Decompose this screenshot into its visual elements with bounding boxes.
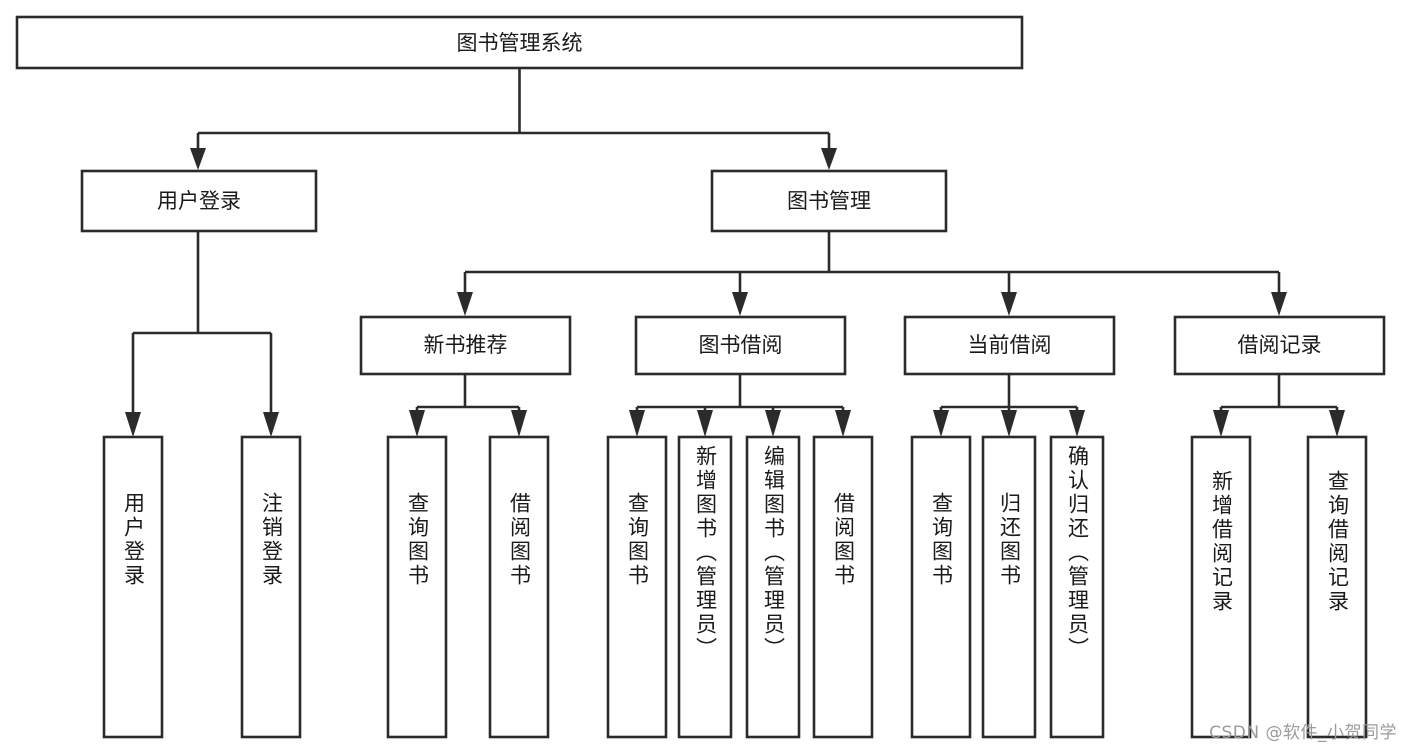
leaf-box-borrow-record-2[interactable]: [1306, 435, 1368, 739]
leaf-box-borrow-record-1[interactable]: [1190, 435, 1252, 739]
arrowhead-currentborrow-leaf-2: [1001, 410, 1017, 437]
node-root-box[interactable]: [15, 15, 1024, 70]
connector-group-bookborrow-to-leaves: [629, 375, 851, 437]
arrowhead-bookborrow-leaf-1: [629, 410, 645, 437]
arrowhead-borrowrecord: [1271, 292, 1287, 316]
node-current-borrow-box[interactable]: [903, 315, 1116, 376]
node-new-book-recommend-box[interactable]: [359, 315, 572, 376]
node-current-borrow-label: 当前借阅: [968, 333, 1052, 357]
arrowhead-bookborrow: [732, 292, 748, 316]
arrowhead-bookmgmt: [821, 148, 837, 170]
leaf-box-current-borrow-3[interactable]: [1049, 435, 1105, 739]
connector-group-newbook-to-leaves: [409, 375, 527, 437]
arrowhead-userlogin: [190, 148, 206, 170]
node-user-login-box[interactable]: [80, 169, 318, 233]
arrowhead-borrowrecord-leaf-1: [1213, 410, 1229, 437]
node-book-management-box[interactable]: [710, 169, 948, 233]
arrowhead-currentborrow: [1001, 292, 1017, 316]
arrowhead-bookborrow-leaf-4: [835, 410, 851, 437]
connector-group-userlogin-to-leaves: [125, 232, 279, 437]
connector-group-currentborrow-to-leaves: [933, 375, 1085, 437]
arrowhead-bookborrow-leaf-3: [765, 410, 781, 437]
arrowhead-bookborrow-leaf-2: [697, 410, 713, 437]
node-borrow-record-box[interactable]: [1173, 315, 1386, 376]
arrowhead-currentborrow-leaf-1: [933, 410, 949, 437]
leaf-box-current-borrow-1[interactable]: [910, 435, 972, 739]
arrowhead-borrowrecord-leaf-2: [1329, 410, 1345, 437]
node-root-label: 图书管理系统: [457, 31, 583, 55]
arrowhead-userlogin-leaf-1: [125, 412, 141, 437]
connector-group-bookmgmt-to-level3: [457, 232, 1287, 316]
node-borrow-record-label: 借阅记录: [1238, 333, 1322, 357]
leaf-box-book-borrow-1[interactable]: [606, 435, 668, 739]
leaf-box-book-borrow-3[interactable]: [745, 435, 801, 739]
arrowhead-currentborrow-leaf-3: [1069, 410, 1085, 437]
arrowhead-userlogin-leaf-2: [263, 412, 279, 437]
leaf-box-user-login-1[interactable]: [102, 435, 164, 739]
leaf-box-new-book-2[interactable]: [488, 435, 550, 739]
leaf-box-current-borrow-2[interactable]: [981, 435, 1037, 739]
arrowhead-newbook-leaf-1: [409, 410, 425, 437]
node-book-borrow-box[interactable]: [634, 315, 847, 376]
node-book-borrow-label: 图书借阅: [699, 333, 783, 357]
leaf-box-new-book-1[interactable]: [386, 435, 448, 739]
leaf-box-book-borrow-2[interactable]: [677, 435, 733, 739]
node-user-login-label: 用户登录: [157, 189, 241, 213]
node-book-management-label: 图书管理: [787, 189, 871, 213]
arrowhead-newbook-leaf-2: [511, 410, 527, 437]
leaf-box-book-borrow-4[interactable]: [812, 435, 874, 739]
node-new-book-recommend-label: 新书推荐: [424, 333, 508, 357]
connector-group-borrowrecord-to-leaves: [1213, 375, 1345, 437]
connector-group-root-to-level2: [190, 68, 837, 170]
csdn-watermark: CSDN @软件_小贺同学: [1209, 723, 1397, 743]
leaf-box-user-login-2[interactable]: [240, 435, 302, 739]
arrowhead-newbook: [457, 292, 473, 316]
